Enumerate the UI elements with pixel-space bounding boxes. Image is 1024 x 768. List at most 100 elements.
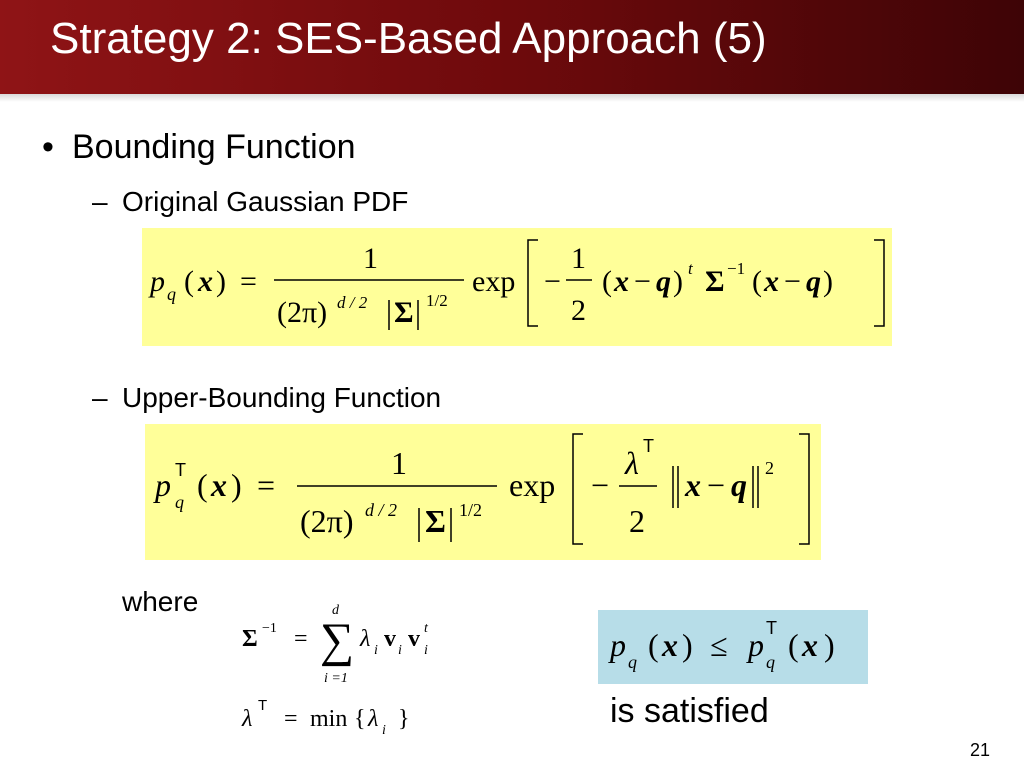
eq2-sup-t: T	[175, 460, 186, 480]
eq1-equals: =	[240, 265, 257, 298]
svg-text:): )	[823, 265, 833, 298]
eq1-vec2: (	[752, 265, 762, 298]
svg-text:i: i	[382, 723, 386, 738]
svg-text:p: p	[746, 627, 764, 663]
equation-upper-bounding-svg: p T q ( x ) = 1 (2π) d / 2 Σ 1/2 exp − λ…	[153, 433, 810, 545]
svg-text:x: x	[801, 627, 818, 663]
svg-text:=: =	[284, 706, 298, 732]
eq2-lambda: λ	[624, 445, 639, 481]
svg-text:−: −	[784, 265, 801, 298]
eq3-inv-exp: −1	[262, 621, 277, 636]
condition-svg: p q ( x ) ≤ p T q ( x )	[608, 618, 835, 672]
svg-text:x: x	[684, 467, 701, 503]
svg-text:q: q	[806, 265, 821, 298]
eq1-x: x	[197, 265, 213, 298]
eq1-sigma-inv: Σ	[705, 265, 725, 298]
eq1-paren-close: )	[216, 265, 226, 298]
svg-text:t: t	[688, 259, 694, 278]
svg-text:): )	[673, 265, 683, 298]
eq1-bracket-right	[874, 239, 885, 327]
svg-text:−1: −1	[727, 259, 745, 278]
eq1-numerator: 1	[363, 242, 378, 275]
svg-text:λ: λ	[359, 626, 370, 652]
svg-text:): )	[824, 627, 835, 663]
cond-rhs-sub: q	[766, 652, 775, 672]
satisfied-label: is satisfied	[610, 692, 769, 730]
sub-bullet-text: Upper-Bounding Function	[122, 382, 442, 413]
svg-text:x: x	[210, 467, 227, 503]
eq2-numerator: 1	[391, 445, 407, 481]
eq2-det-exp: 1/2	[459, 500, 482, 520]
equation-sigma-inverse: Σ −1 = d ∑ i =1 λ i v i v t i	[242, 603, 429, 686]
bullet-text: Bounding Function	[72, 128, 356, 166]
svg-text:): )	[231, 467, 242, 503]
svg-text:v: v	[408, 626, 420, 652]
sub-bullet-text: Original Gaussian PDF	[122, 186, 409, 217]
sub-bullet-upper-bounding: –Upper-Bounding Function	[92, 382, 441, 414]
svg-text:=: =	[257, 467, 275, 503]
svg-text:−: −	[591, 467, 609, 503]
eq2-p: p	[153, 467, 171, 503]
bullet-bounding-function: • Bounding Function	[42, 128, 356, 167]
svg-text:(: (	[788, 627, 799, 663]
sub-marker: –	[92, 382, 108, 413]
equation-original-gaussian-svg: p q ( x ) = 1 (2π) d / 2 Σ 1/2 exp − 1 2…	[148, 239, 885, 330]
eq3-sum-top: d	[332, 603, 340, 618]
slide-title: Strategy 2: SES-Based Approach (5)	[50, 14, 767, 63]
svg-text:x: x	[613, 265, 629, 298]
cond-rhs-sup: T	[766, 618, 777, 638]
eq1-bracket-left	[527, 239, 538, 327]
eq3-t: t	[424, 621, 429, 636]
svg-text:q: q	[731, 467, 747, 503]
eq1-det-exp: 1/2	[426, 291, 448, 310]
eq2-sub-q: q	[175, 492, 184, 512]
eq3-sum-bottom: i =1	[324, 671, 348, 686]
bullet-marker: •	[42, 128, 54, 166]
svg-text:−: −	[634, 265, 651, 298]
eq4-lambda-sup: T	[258, 697, 267, 714]
svg-text:(: (	[648, 627, 659, 663]
eq2-denominator-exp: d / 2	[365, 500, 397, 520]
svg-text:≤: ≤	[710, 627, 728, 663]
eq1-exp: exp	[472, 265, 515, 298]
eq1-paren-open: (	[184, 265, 194, 298]
svg-text:): )	[682, 627, 693, 663]
eq1-p: p	[148, 265, 165, 298]
svg-text:v: v	[384, 626, 396, 652]
eq1-half-num: 1	[571, 242, 586, 275]
eq1-minus: −	[544, 265, 561, 298]
eq1-denominator: (2π)	[277, 296, 327, 329]
svg-text:x: x	[661, 627, 678, 663]
condition-box: p q ( x ) ≤ p T q ( x )	[598, 610, 868, 684]
svg-text:=: =	[294, 626, 308, 652]
eq2-norm-exp: 2	[765, 458, 774, 478]
svg-text:(: (	[197, 467, 208, 503]
eq2-frac-den: 2	[629, 503, 645, 539]
svg-text:}: }	[398, 706, 410, 732]
eq1-vec1: (	[602, 265, 612, 298]
svg-text:Σ: Σ	[425, 503, 446, 539]
eq1-sub-q: q	[167, 284, 176, 304]
eq1-half-den: 2	[571, 294, 586, 327]
title-divider	[0, 94, 1024, 102]
eq1-sigma: Σ	[394, 296, 414, 329]
eq1-denominator-exp: d / 2	[337, 293, 368, 312]
sub-marker: –	[92, 186, 108, 217]
svg-text:i: i	[398, 643, 402, 658]
eq2-lambda-sup: T	[643, 436, 654, 456]
title-bar: Strategy 2: SES-Based Approach (5)	[0, 0, 1024, 94]
eq3-sum-symbol: ∑	[320, 614, 354, 667]
eq4-min: min	[310, 706, 347, 732]
svg-text:i: i	[424, 643, 428, 658]
equation-original-gaussian: p q ( x ) = 1 (2π) d / 2 Σ 1/2 exp − 1 2…	[142, 228, 892, 346]
equation-lambda-min: λ T = min { λ i }	[241, 697, 410, 738]
svg-text:p: p	[608, 627, 626, 663]
svg-text:x: x	[763, 265, 779, 298]
svg-text:λ: λ	[241, 706, 252, 732]
cond-lhs-sub: q	[628, 652, 637, 672]
svg-text:q: q	[656, 265, 671, 298]
eq2-exp: exp	[509, 467, 555, 503]
svg-text:{: {	[354, 706, 366, 732]
svg-text:i: i	[374, 643, 378, 658]
sub-bullet-original-pdf: –Original Gaussian PDF	[92, 186, 408, 218]
